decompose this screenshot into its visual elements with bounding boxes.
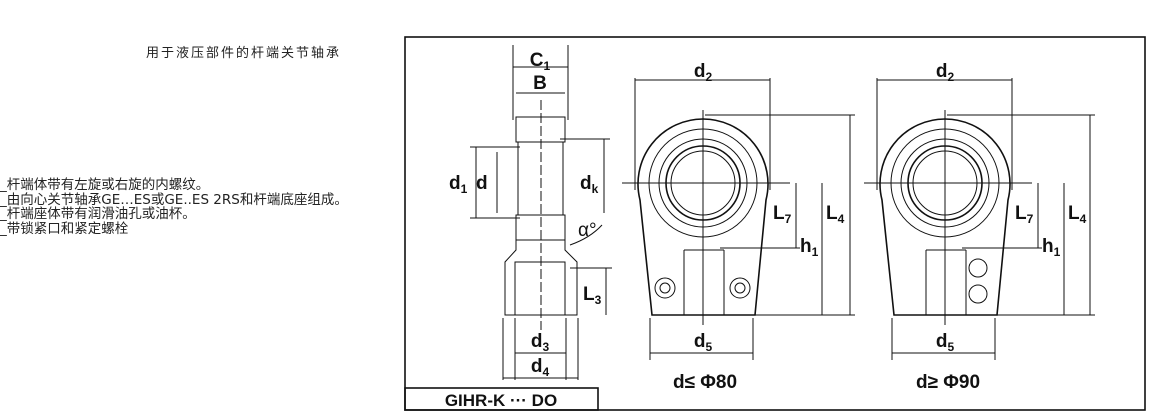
svg-text:h1: h1	[1042, 236, 1061, 259]
front-view-small: d2 L7 h1 L4 d5 d≤ Φ80	[622, 61, 855, 393]
svg-text:C1: C1	[530, 50, 551, 73]
note-item: _杆端体带有左旋或右旋的内螺纹。	[0, 177, 210, 193]
model-box	[404, 387, 599, 411]
svg-text:L3: L3	[583, 284, 602, 307]
caption-large: d≥ Φ90	[916, 372, 980, 393]
svg-text:d2: d2	[694, 61, 713, 84]
svg-text:L7: L7	[773, 203, 792, 226]
svg-text:L7: L7	[1015, 203, 1034, 226]
svg-text:d5: d5	[694, 331, 713, 354]
front-view-large: d2 L7 h1 L4 d5 d≥ Φ90	[864, 61, 1095, 393]
svg-text:L4: L4	[1068, 203, 1087, 226]
note-item: _带锁紧口和紧定螺栓	[0, 220, 129, 237]
model-label: GIHR-K ··· DO	[445, 391, 557, 410]
svg-text:L4: L4	[826, 203, 845, 226]
side-view: C1 B d1 d dk α° L3 d3 d4	[449, 45, 612, 380]
note-item: _由向心关节轴承GE…ES或GE..ES 2RS和杆端底座组成。	[0, 191, 348, 208]
svg-text:B: B	[533, 73, 547, 94]
svg-text:d4: d4	[531, 356, 550, 379]
caption-small: d≤ Φ80	[673, 372, 737, 393]
svg-text:d1: d1	[449, 173, 468, 196]
svg-text:α°: α°	[578, 220, 597, 241]
drawing-frame	[404, 36, 1146, 411]
feature-notes: _杆端体带有左旋或右旋的内螺纹。 _由向心关节轴承GE…ES或GE..ES 2R…	[0, 178, 348, 236]
svg-text:d3: d3	[531, 331, 550, 354]
svg-text:d2: d2	[936, 61, 955, 84]
svg-text:h1: h1	[800, 236, 819, 259]
note-item: _杆端座体带有润滑油孔或油杯。	[0, 206, 196, 222]
svg-text:d: d	[476, 173, 488, 194]
svg-text:dk: dk	[580, 173, 599, 196]
page-title: 用于液压部件的杆端关节轴承	[146, 46, 342, 61]
svg-text:d5: d5	[936, 331, 955, 354]
